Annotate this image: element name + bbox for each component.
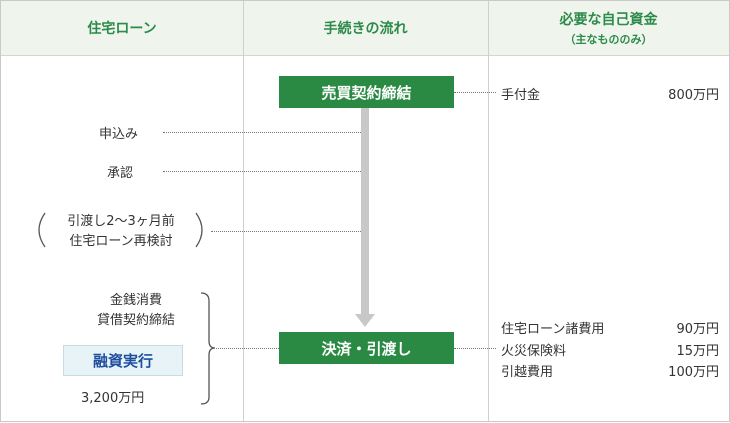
flow-arrow-head — [355, 314, 375, 327]
right-paren — [195, 212, 203, 248]
header-housing-loan-label: 住宅ローン — [87, 21, 157, 37]
header-housing-loan: 住宅ローン — [1, 1, 243, 56]
loan-execution-box: 融資実行 — [63, 345, 183, 376]
loan-review-line2: 住宅ローン再検討 — [69, 234, 173, 249]
funds-item-amount: 15万円 — [676, 344, 719, 359]
column-divider-left — [243, 1, 244, 421]
approve-connector — [163, 171, 361, 172]
contract-step-box: 売買契約締結 — [279, 76, 454, 108]
loan-review-line1: 引渡し2〜3ヶ月前 — [67, 214, 175, 229]
header-required-funds: 必要な自己資金 （主なもののみ） — [488, 1, 729, 56]
header-required-funds-label: 必要な自己資金 — [559, 12, 658, 28]
execution-connector — [216, 348, 279, 349]
settlement-step-box: 決済・引渡し — [279, 332, 454, 364]
settlement-funds-connector — [454, 348, 496, 349]
funds-item-amount: 800万円 — [668, 88, 719, 103]
funds-item-amount: 100万円 — [668, 365, 719, 380]
funds-item-label: 住宅ローン諸費用 — [501, 322, 605, 337]
loan-review-note: 引渡し2〜3ヶ月前 住宅ローン再検討 — [49, 212, 193, 252]
loan-apply-label: 申込み — [99, 127, 139, 142]
funds-item-label: 手付金 — [501, 88, 541, 103]
funds-item-amount: 90万円 — [676, 322, 719, 337]
loan-amount: 3,200万円 — [81, 391, 145, 406]
column-divider-right — [488, 1, 489, 421]
loan-contract-note: 金銭消費 貸借契約締結 — [71, 291, 201, 331]
header-required-funds-sub: （主なもののみ） — [564, 33, 653, 46]
settlement-step-label: 決済・引渡し — [321, 339, 412, 358]
left-paren — [38, 212, 46, 248]
contract-funds-connector — [454, 92, 496, 93]
header-procedure-flow: 手続きの流れ — [243, 1, 488, 56]
curly-bracket — [200, 292, 216, 405]
loan-contract-line2: 貸借契約締結 — [96, 313, 175, 328]
apply-connector — [163, 132, 361, 133]
loan-contract-line1: 金銭消費 — [109, 293, 162, 308]
review-connector — [211, 231, 361, 232]
funds-item-label: 引越費用 — [501, 365, 554, 380]
loan-approve-label: 承認 — [107, 166, 134, 181]
funds-item-label: 火災保険料 — [501, 344, 567, 359]
header-procedure-flow-label: 手続きの流れ — [323, 21, 408, 37]
loan-execution-label: 融資実行 — [92, 352, 153, 370]
contract-step-label: 売買契約締結 — [321, 83, 412, 102]
